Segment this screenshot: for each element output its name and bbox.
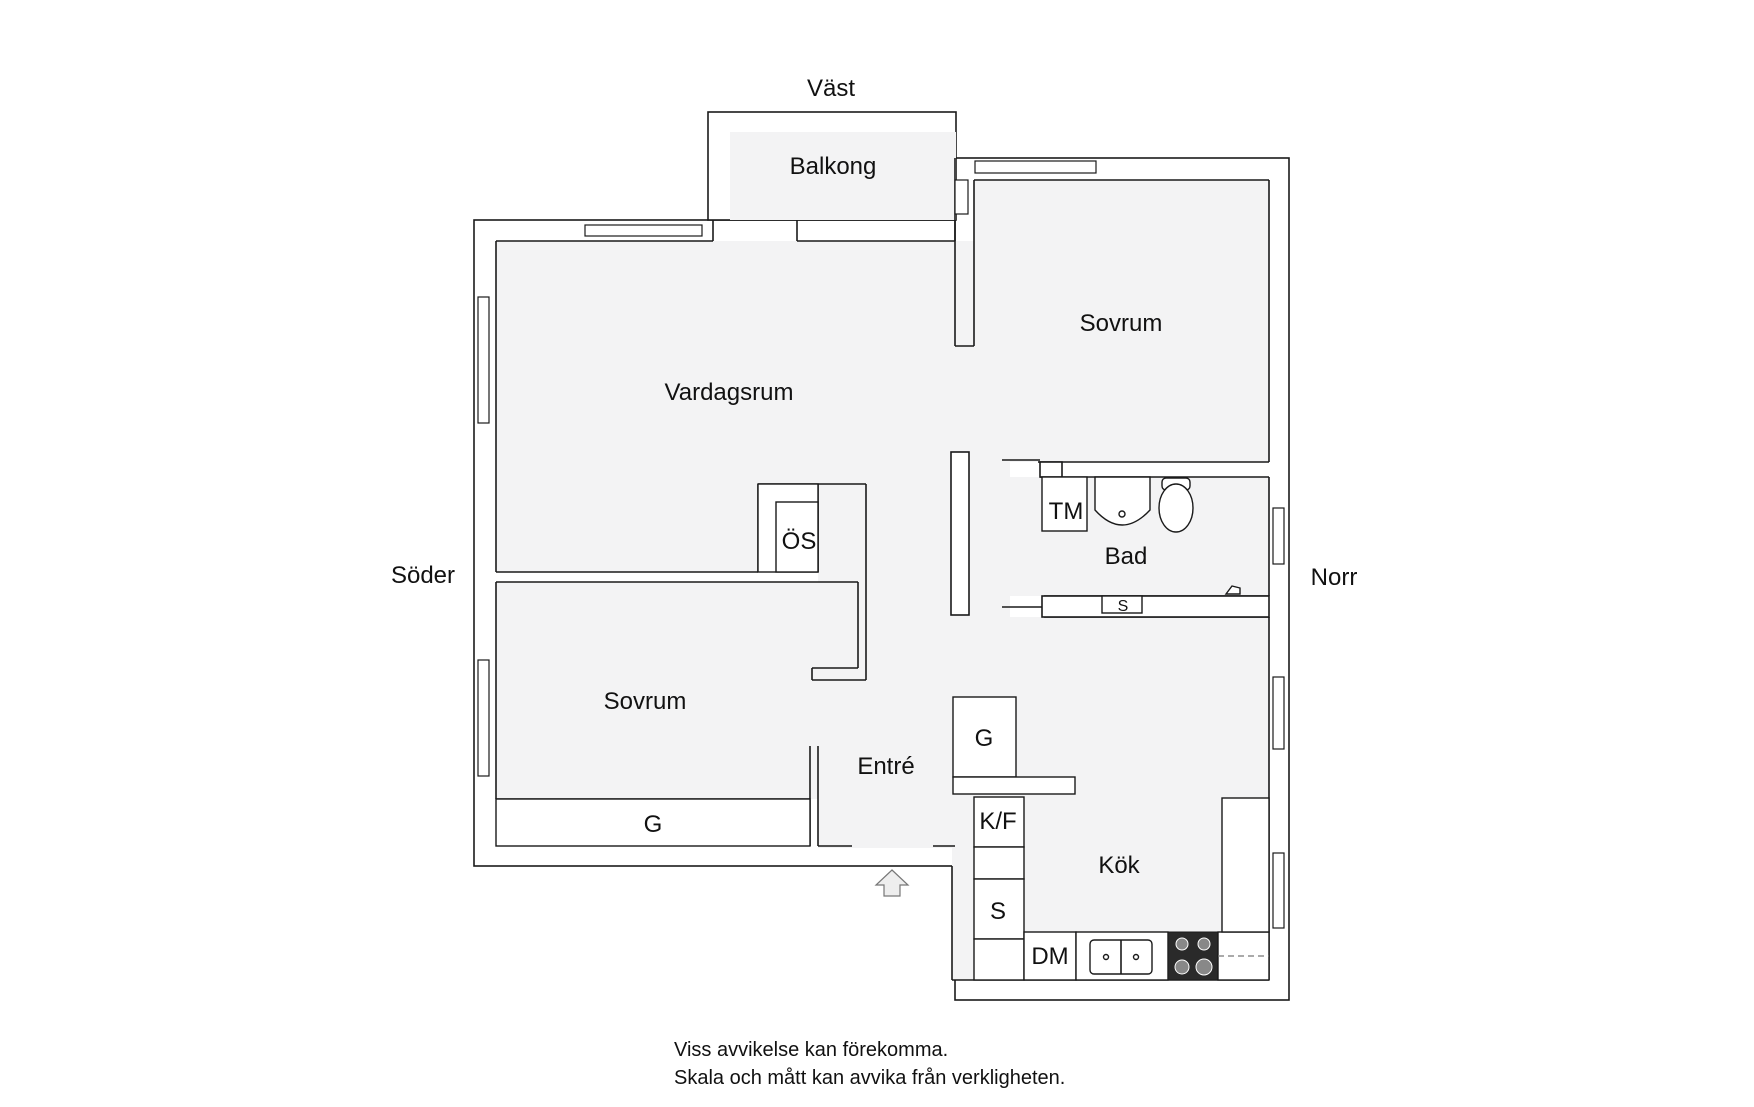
toilet-icon — [1158, 483, 1194, 533]
label-dishwasher: DM — [1031, 943, 1068, 970]
room-label-bedroom-south: Sovrum — [604, 688, 687, 715]
kitchen-cabinet-low — [973, 938, 1025, 981]
hob-icon — [1167, 931, 1219, 981]
window-bedroom-south — [477, 659, 490, 777]
bathroom-wall-stub — [1039, 461, 1063, 478]
hall-wardrobe — [952, 696, 1017, 778]
bedroom-south-floor — [496, 582, 818, 799]
window-bathroom — [1272, 507, 1285, 565]
kitchen-tall-cabinet — [1221, 797, 1270, 933]
hallway-floor — [818, 572, 974, 848]
floor-drain-icon — [1224, 585, 1241, 595]
room-label-bedroom-north: Sovrum — [1080, 310, 1163, 337]
bedroom-north-floor — [974, 180, 1269, 462]
hall-counter — [952, 776, 1076, 795]
stove-pipe-box — [775, 501, 819, 573]
entrance-arrow-icon — [874, 869, 910, 897]
label-bedroom-wardrobe: G — [644, 811, 663, 838]
hob-burner-icon — [1197, 937, 1211, 951]
label-kitchen-cabinet: S — [990, 898, 1006, 925]
bath-cabinet — [1101, 595, 1143, 614]
washbasin-drain-icon — [1118, 510, 1126, 518]
balcony-floor — [730, 132, 956, 220]
bathroom-wall-south — [1041, 595, 1270, 618]
compass-north: Norr — [1311, 564, 1358, 591]
label-bath-cabinet: S — [1118, 598, 1129, 615]
room-label-living-room: Vardagsrum — [665, 379, 794, 406]
room-label-bathroom: Bad — [1105, 543, 1148, 570]
window-bedroom-north — [974, 160, 1097, 174]
room-label-hallway: Entré — [857, 753, 914, 780]
compass-south: Söder — [391, 562, 455, 589]
label-tumble-dryer: TM — [1049, 498, 1084, 525]
kitchen-cabinet — [973, 878, 1025, 940]
window-living-west — [477, 296, 490, 424]
hob-burner-icon — [1174, 959, 1190, 975]
fridge-freezer — [973, 796, 1025, 848]
window-kitchen-2 — [1272, 852, 1285, 929]
hob-burner-icon — [1175, 937, 1189, 951]
label-fridge-freezer: K/F — [979, 808, 1016, 835]
sink-drain-icon — [1102, 953, 1110, 961]
window-balcony-door — [954, 179, 969, 215]
compass-west: Väst — [807, 75, 855, 102]
living-room-floor — [496, 241, 974, 572]
room-label-balcony: Balkong — [790, 153, 877, 180]
sink-drain-icon — [1132, 953, 1140, 961]
label-hall-wardrobe: G — [975, 725, 994, 752]
kitchen-cabinet-small — [973, 846, 1025, 880]
disclaimer-line-1: Viss avvikelse kan förekomma. — [674, 1039, 949, 1061]
washbasin-icon — [1094, 476, 1151, 526]
room-label-kitchen: Kök — [1098, 852, 1140, 879]
disclaimer-line-2: Skala och mått kan avvika från verklighe… — [674, 1067, 1066, 1089]
tumble-dryer — [1041, 476, 1088, 532]
window-living-north — [584, 224, 703, 237]
bathroom-wall-west — [950, 451, 970, 616]
label-stove-pipe: ÖS — [782, 528, 817, 555]
bedroom-wardrobe — [495, 798, 811, 847]
window-kitchen-1 — [1272, 676, 1285, 750]
hob-burner-icon — [1195, 958, 1213, 976]
